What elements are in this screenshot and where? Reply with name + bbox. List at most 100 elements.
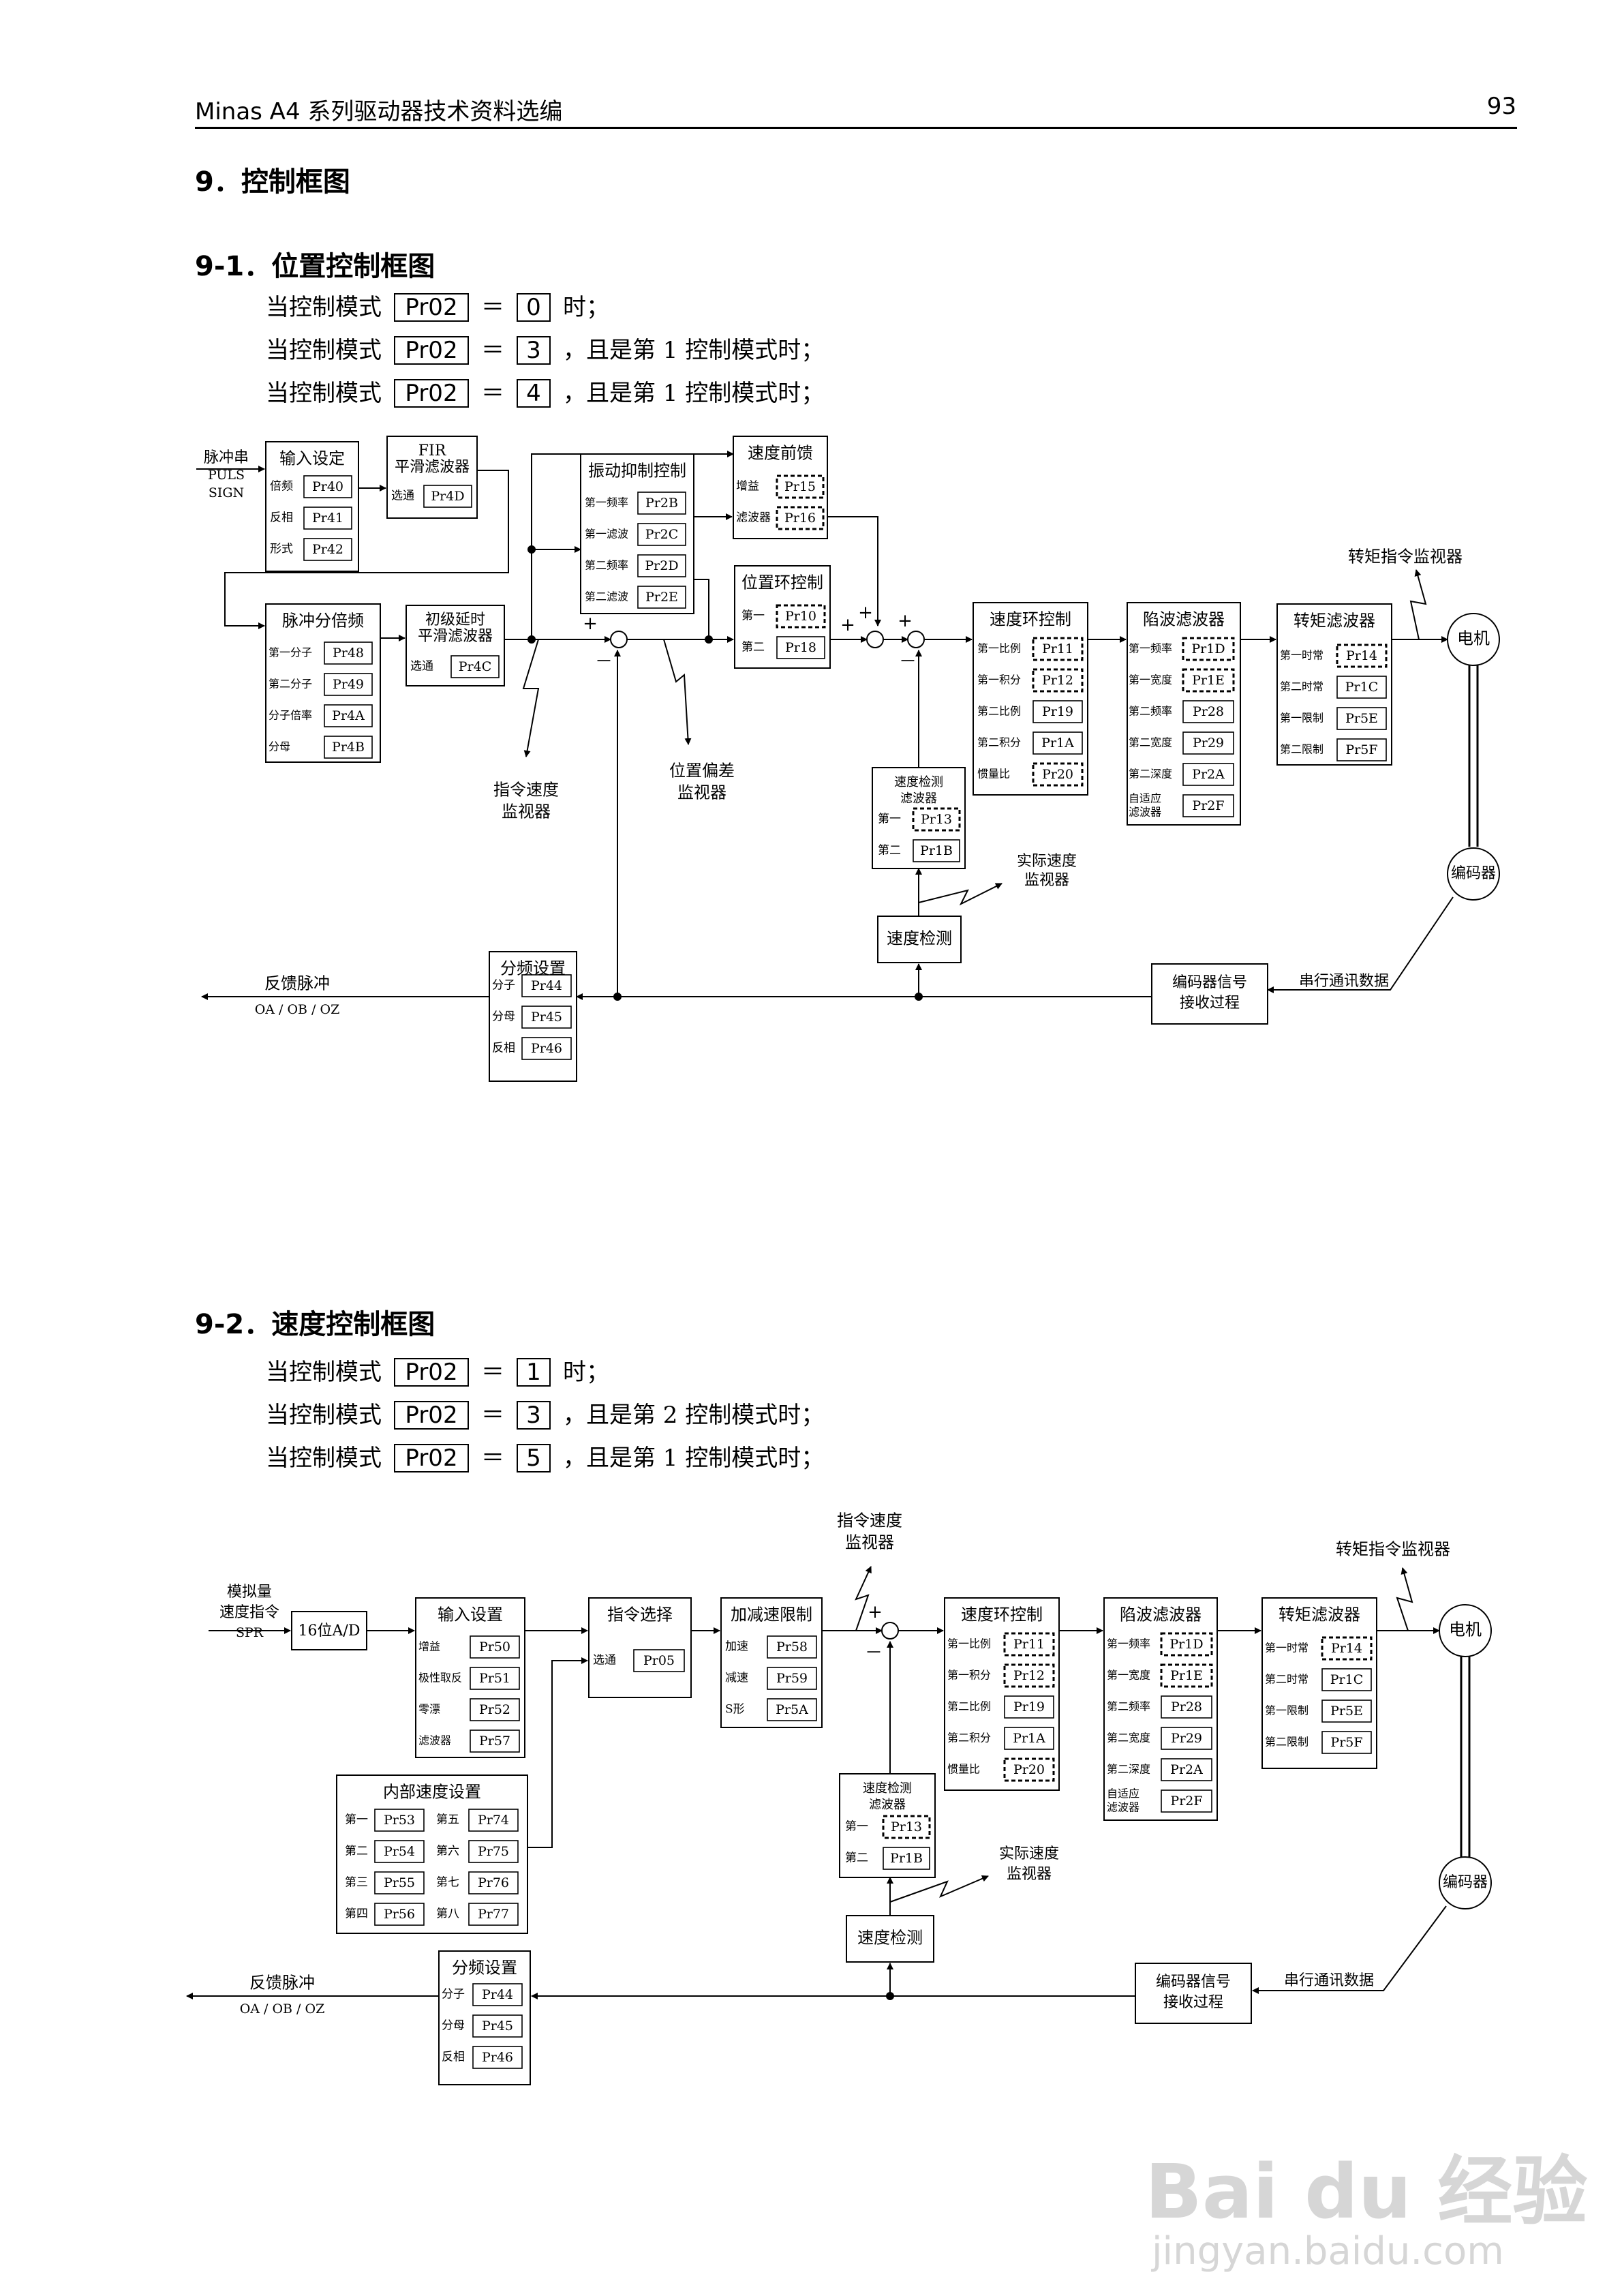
param-value: Pr28 <box>1171 1700 1202 1715</box>
param-value: Pr45 <box>531 1010 562 1025</box>
param-block <box>734 565 831 669</box>
param-box <box>468 1871 519 1894</box>
block-title: 编码器信号 <box>1172 974 1247 991</box>
param-box <box>374 1809 425 1832</box>
row-label: 自适应 <box>1107 1787 1139 1800</box>
equals-sign: ＝ <box>481 294 504 321</box>
row-label: 形式 <box>270 543 293 556</box>
param-box <box>1161 1695 1212 1719</box>
param-value: Pr46 <box>482 2050 513 2065</box>
param-value: Pr2A <box>1192 767 1225 782</box>
row-label: 第二深度 <box>1107 1763 1150 1776</box>
param-box <box>1003 1632 1055 1657</box>
encoder-label: 编码器 <box>1443 1874 1488 1891</box>
param-box <box>472 1983 523 2006</box>
row-label: 第一频率 <box>1129 642 1172 655</box>
row-label: 反相 <box>492 1042 515 1055</box>
row-label: 滤波器 <box>1129 806 1161 819</box>
motor-label: 电机 <box>1457 629 1490 648</box>
param-value: Pr44 <box>482 1987 513 2002</box>
row-label: 增益 <box>736 480 759 494</box>
row-label: 第二比例 <box>947 1700 991 1713</box>
param-box <box>472 2046 523 2069</box>
param-value: Pr4B <box>332 740 365 755</box>
param-value: Pr11 <box>1013 1637 1045 1652</box>
param-value: Pr58 <box>776 1640 808 1655</box>
row-label: 惯量比 <box>947 1763 980 1776</box>
param-value: Pr42 <box>312 542 343 557</box>
row-label: 反相 <box>270 511 293 525</box>
watermark: Bai du 经验 jingyan.baidu.com <box>1145 2154 1587 2274</box>
param-box <box>1160 1632 1213 1657</box>
param-block <box>1276 603 1392 766</box>
block-title: 平滑滤波器 <box>418 628 493 645</box>
row-label: 分母 <box>492 1010 515 1024</box>
param-value: Pr19 <box>1013 1700 1045 1715</box>
param-block <box>265 441 359 572</box>
row-label: 第一 <box>845 1820 868 1834</box>
row-label: 惯量比 <box>977 768 1010 781</box>
param-value: Pr29 <box>1171 1731 1202 1746</box>
value-box: 3 <box>517 336 551 365</box>
param-value: Pr1C <box>1345 680 1379 695</box>
param-box <box>776 474 825 499</box>
param-value: Pr16 <box>784 511 816 526</box>
param-box <box>468 1903 519 1926</box>
row-label: 第一时常 <box>1265 1642 1309 1655</box>
row-label: 第一限制 <box>1280 712 1323 725</box>
row-label: 分子倍率 <box>269 709 312 722</box>
param-box <box>637 492 686 515</box>
serial-data-label: 串行通讯数据 <box>1299 973 1389 990</box>
block-title: 位置环控制 <box>741 573 823 592</box>
param-value: Pr5E <box>1330 1704 1363 1719</box>
section-title: 9．控制框图 <box>195 166 350 198</box>
block-title: 内部速度设置 <box>383 1783 481 1802</box>
row-label: 选通 <box>410 660 433 674</box>
param-value: Pr20 <box>1013 1762 1045 1777</box>
condition-prefix: 当控制模式 <box>266 1402 382 1429</box>
param-box <box>1321 1700 1372 1723</box>
pos-error-monitor: 监视器 <box>677 783 726 802</box>
row-label: 第一宽度 <box>1107 1669 1150 1682</box>
signal-line <box>1252 1905 1447 1994</box>
param-block <box>1261 1597 1377 1769</box>
row-label: 选通 <box>391 489 414 503</box>
param-value: Pr48 <box>333 646 364 661</box>
param-box <box>324 673 373 696</box>
input-label: SIGN <box>209 485 244 500</box>
row-label: 第四 <box>345 1907 368 1921</box>
param-box <box>450 655 500 678</box>
block-title: 速度检测 <box>863 1781 912 1796</box>
param-value: Pr74 <box>478 1813 509 1828</box>
motor-label: 电机 <box>1449 1620 1482 1640</box>
row-label: 第二滤波 <box>585 590 628 603</box>
param-box <box>1004 1695 1054 1719</box>
feedback-pulse-signals: OA / OB / OZ <box>255 1002 340 1017</box>
row-label: 分母 <box>442 2019 465 2033</box>
condition-prefix: 当控制模式 <box>266 337 382 364</box>
row-label: 第二限制 <box>1265 1736 1309 1749</box>
param-box <box>374 1871 425 1894</box>
encoder-receive-block <box>1135 1963 1252 2024</box>
block-title: 转矩滤波器 <box>1279 1605 1360 1625</box>
row-label: 第二频率 <box>1107 1700 1150 1713</box>
param-box <box>1182 763 1234 786</box>
param-value: Pr2F <box>1170 1794 1202 1809</box>
param-box <box>1003 1757 1055 1782</box>
row-label: 第五 <box>436 1813 459 1827</box>
param-value: Pr5A <box>776 1702 808 1717</box>
row-label: 滤波器 <box>418 1734 451 1747</box>
plus-sign: + <box>898 611 913 631</box>
param-box: Pr02 <box>394 293 469 322</box>
encoder-label: 编码器 <box>1451 865 1496 882</box>
signal-line <box>224 470 509 629</box>
param-value: Pr41 <box>312 511 343 526</box>
minus-sign: － <box>899 652 917 672</box>
running-header: Minas A4 系列驱动器技术资料选编 <box>195 98 563 125</box>
watermark-brand: Bai du 经验 <box>1145 2148 1588 2235</box>
row-label: 选通 <box>593 1654 616 1667</box>
param-box <box>912 807 961 832</box>
